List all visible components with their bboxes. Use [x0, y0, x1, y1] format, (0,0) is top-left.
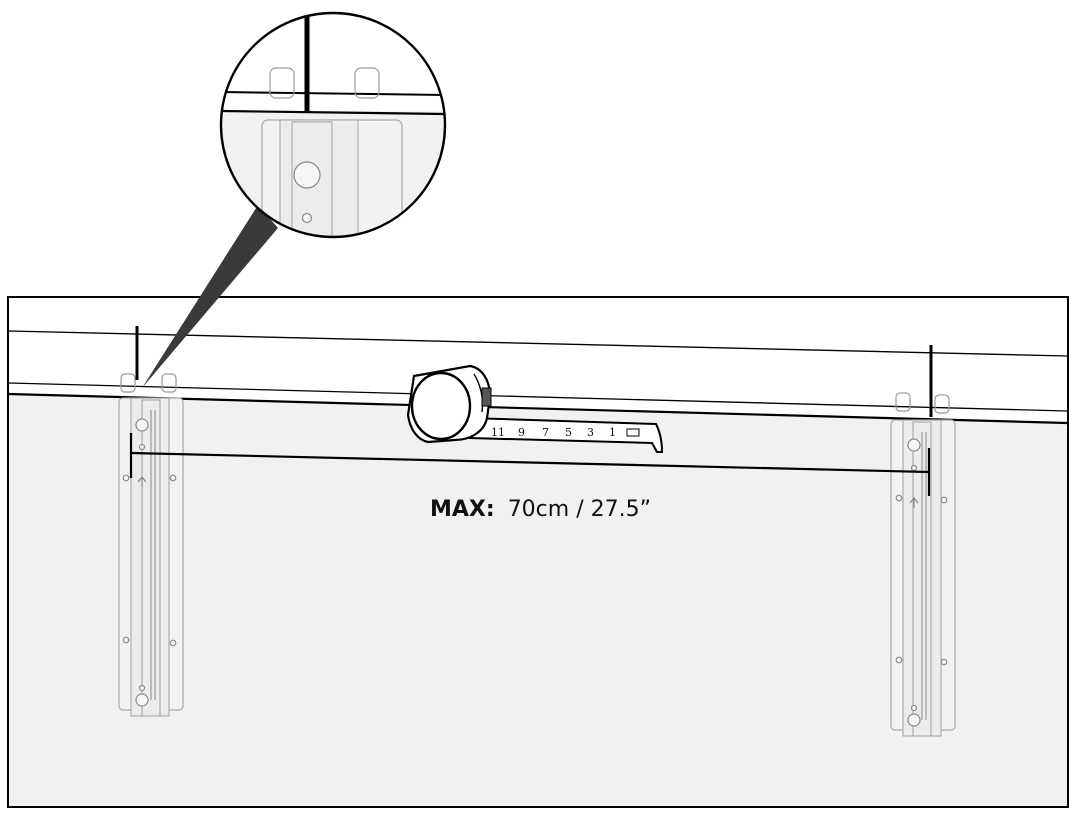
- tape-mark-label: 3: [587, 426, 594, 439]
- measurement-max-prefix: MAX:: [430, 497, 495, 522]
- tape-measure-icon: 11 9 7 5 3 1: [406, 364, 664, 453]
- tape-mark-label: 9: [518, 426, 525, 439]
- tape-mark-label: 5: [565, 426, 572, 439]
- tape-mark-label: 1: [609, 426, 616, 439]
- right-wall-bracket: [890, 345, 956, 737]
- measurement-label: MAX: 70cm / 27.5”: [430, 497, 651, 522]
- tape-marks: 11 9 7 5 3 1: [491, 426, 616, 439]
- distance-line: [130, 451, 930, 474]
- tape-mark-label: 11: [491, 426, 505, 439]
- measurement-max-value: 70cm / 27.5”: [508, 497, 651, 522]
- tape-mark-label: 7: [542, 426, 549, 439]
- zoom-connector: [142, 205, 278, 388]
- left-wall-bracket: [118, 326, 184, 717]
